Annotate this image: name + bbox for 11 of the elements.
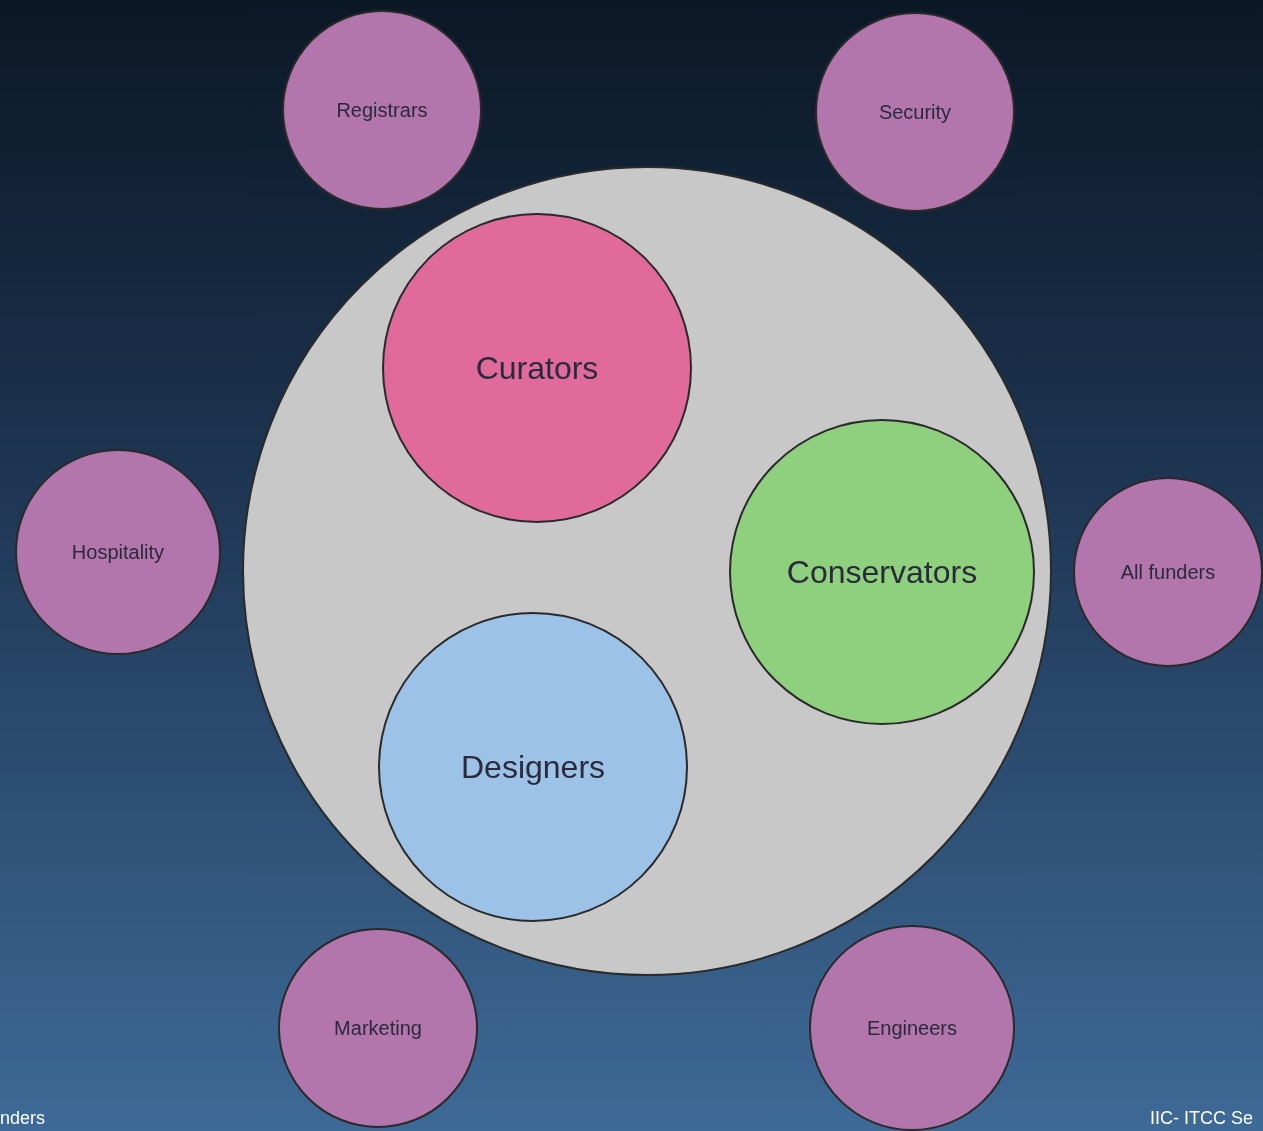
role-label: Registrars bbox=[336, 98, 428, 122]
role-label: All funders bbox=[1120, 560, 1216, 584]
role-label: Hospitality bbox=[71, 540, 165, 564]
footer-text: nders bbox=[0, 1108, 46, 1129]
role-label: Marketing bbox=[334, 1016, 422, 1040]
role-label: Curators bbox=[475, 349, 599, 387]
footer-text: IIC- ITCC Se bbox=[1150, 1108, 1253, 1129]
role-label: Engineers bbox=[866, 1016, 958, 1040]
role-label: Designers bbox=[460, 748, 606, 786]
role-label: Security bbox=[878, 100, 952, 124]
role-label: Conservators bbox=[786, 553, 978, 591]
